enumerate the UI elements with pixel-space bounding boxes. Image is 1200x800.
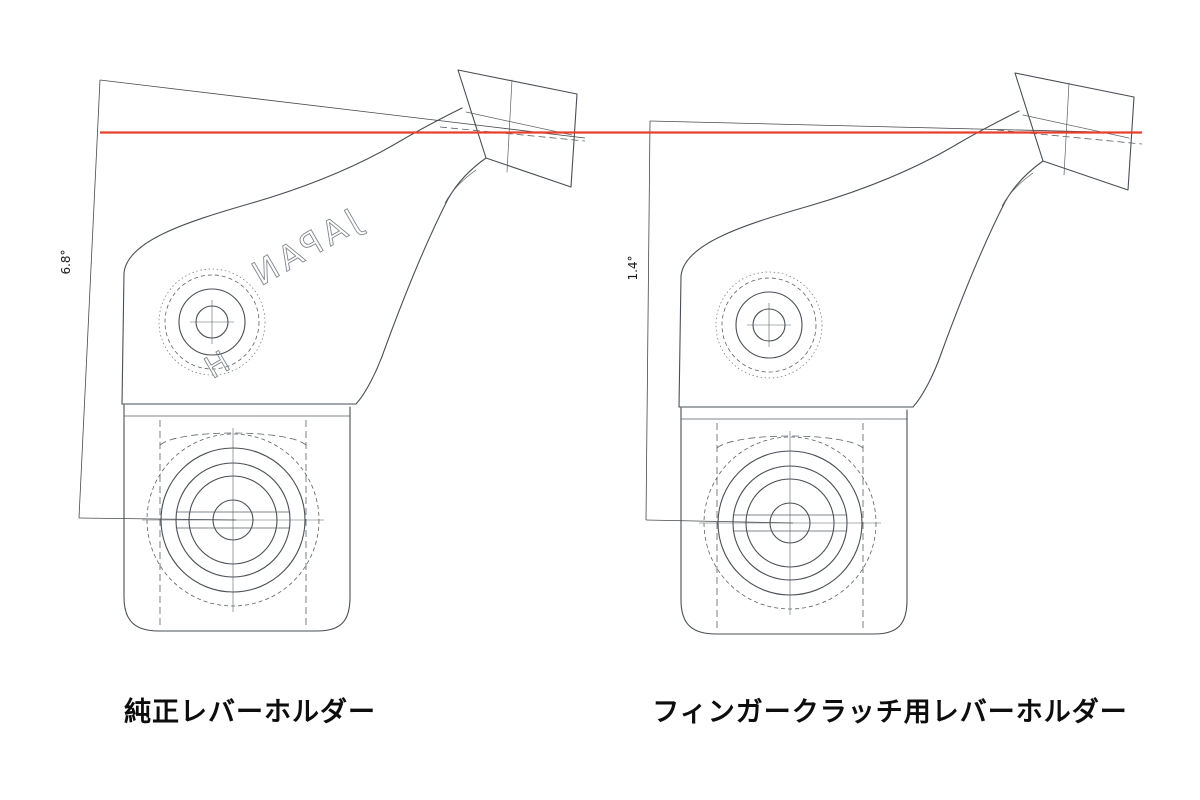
left-holder-drawing: JAPAN H 6.8° [59,69,586,632]
engraving-h-text: H [199,345,236,387]
left-lever-axis-line [99,79,586,139]
engraving-japan-text: JAPAN [241,200,368,296]
right-leader-line [645,519,794,524]
left-holder-body [121,69,586,632]
left-angle-label: 6.8° [59,249,73,274]
left-angle-dimension: 6.8° [59,79,586,521]
right-extension-line [645,120,651,521]
left-extension-line [78,79,101,519]
right-caption: フィンガークラッチ用レバーホルダー [652,697,1128,727]
right-holder-body [678,72,1143,635]
right-holder-drawing: 1.4° [626,72,1143,635]
right-lever-axis-line [649,120,1142,134]
right-angle-dimension: 1.4° [626,120,1142,524]
left-caption: 純正レバーホルダー [124,697,376,727]
right-angle-label: 1.4° [626,255,640,280]
left-leader-line [78,517,237,521]
